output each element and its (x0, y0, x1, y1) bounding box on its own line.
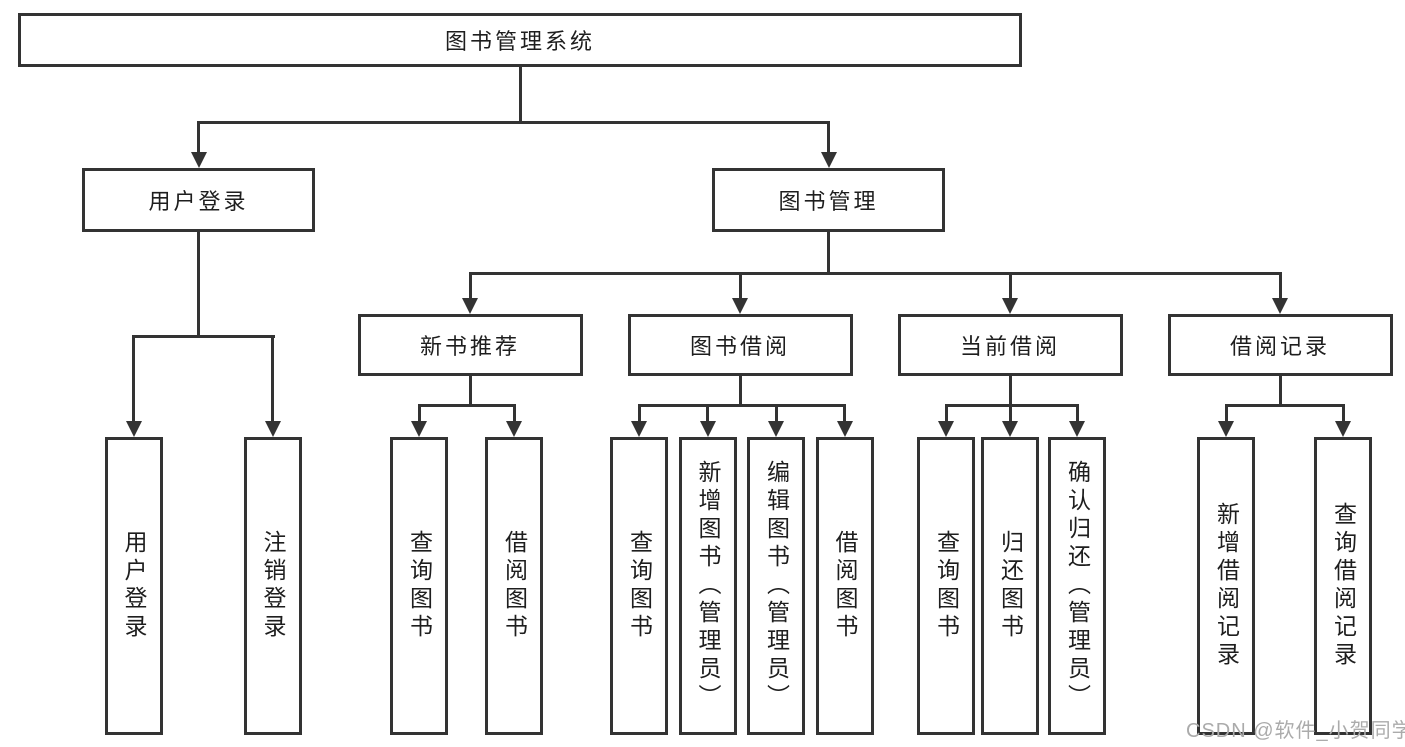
arrowhead-down (631, 421, 647, 437)
leaf-query-borrow-record: 查询借阅记录 (1314, 437, 1372, 735)
connector-line (132, 334, 275, 338)
arrowhead-down (506, 421, 522, 437)
connector-line (637, 403, 641, 423)
connector-line (468, 271, 472, 300)
connector-line (197, 232, 200, 336)
connector-line (1278, 376, 1282, 405)
connector-line (774, 403, 778, 423)
connector-line (827, 232, 830, 274)
connector-line (1008, 376, 1012, 405)
connector-line (197, 120, 200, 154)
arrowhead-down (820, 152, 837, 168)
connector-line (1341, 403, 1345, 423)
node-book-management: 图书管理 (712, 168, 945, 232)
connector-line (1278, 271, 1282, 300)
connector-line (944, 403, 1079, 407)
connector-line (271, 334, 274, 423)
connector-line (1075, 403, 1079, 423)
leaf-add-book-admin: 新增图书（管理员） (678, 437, 737, 735)
connector-line (1008, 403, 1012, 423)
connector-line (132, 334, 135, 423)
connector-line (1224, 403, 1228, 423)
leaf-add-borrow-record: 新增借阅记录 (1197, 437, 1255, 735)
connector-line (1008, 271, 1012, 300)
connector-line (468, 271, 1282, 275)
arrowhead-down (768, 421, 784, 437)
node-user-login: 用户登录 (82, 168, 315, 232)
leaf-confirm-return-admin: 确认归还（管理员） (1048, 437, 1106, 735)
connector-line (417, 403, 516, 407)
arrowhead-down (1069, 421, 1085, 437)
connector-line (827, 120, 830, 154)
leaf-edit-book-admin: 编辑图书（管理员） (747, 437, 805, 735)
leaf-return-books: 归还图书 (981, 437, 1039, 735)
arrowhead-down (1002, 421, 1018, 437)
arrowhead-down (1335, 421, 1351, 437)
arrowhead-down (462, 298, 478, 314)
connector-line (738, 271, 742, 300)
arrowhead-down (411, 421, 427, 437)
arrowhead-down (190, 152, 207, 168)
arrowhead-down (699, 421, 716, 437)
arrowhead-down (1272, 298, 1288, 314)
leaf-query-books-current: 查询图书 (917, 437, 975, 735)
node-library-system: 图书管理系统 (18, 13, 1022, 67)
leaf-query-books-borrowing: 查询图书 (610, 437, 668, 735)
connector-line (1224, 403, 1345, 407)
arrowhead-down (938, 421, 954, 437)
arrowhead-down (1218, 421, 1234, 437)
arrowhead-down (732, 298, 748, 314)
node-new-book-recommendation: 新书推荐 (357, 314, 583, 376)
leaf-query-books-recommend: 查询图书 (390, 437, 448, 735)
leaf-user-login: 用户登录 (104, 437, 163, 735)
connector-line (468, 376, 472, 405)
watermark: CSDN @软件_小贺同学 (1186, 720, 1405, 742)
connector-line (637, 403, 846, 407)
connector-line (417, 403, 421, 423)
arrowhead-down (264, 421, 281, 437)
connector-line (706, 403, 709, 423)
arrowhead-down (125, 421, 142, 437)
connector-line (518, 67, 522, 122)
connector-line (512, 403, 516, 423)
arrowhead-down (836, 421, 853, 437)
leaf-borrow-books-borrowing: 借阅图书 (815, 437, 874, 735)
connector-line (738, 376, 742, 405)
node-book-borrowing: 图书借阅 (627, 314, 853, 376)
node-current-borrowing: 当前借阅 (897, 314, 1123, 376)
leaf-borrow-books-recommend: 借阅图书 (485, 437, 543, 735)
connector-line (843, 403, 846, 423)
connector-line (944, 403, 948, 423)
leaf-logout: 注销登录 (243, 437, 302, 735)
arrowhead-down (1002, 298, 1018, 314)
connector-line (197, 120, 830, 124)
node-borrowing-records: 借阅记录 (1167, 314, 1393, 376)
